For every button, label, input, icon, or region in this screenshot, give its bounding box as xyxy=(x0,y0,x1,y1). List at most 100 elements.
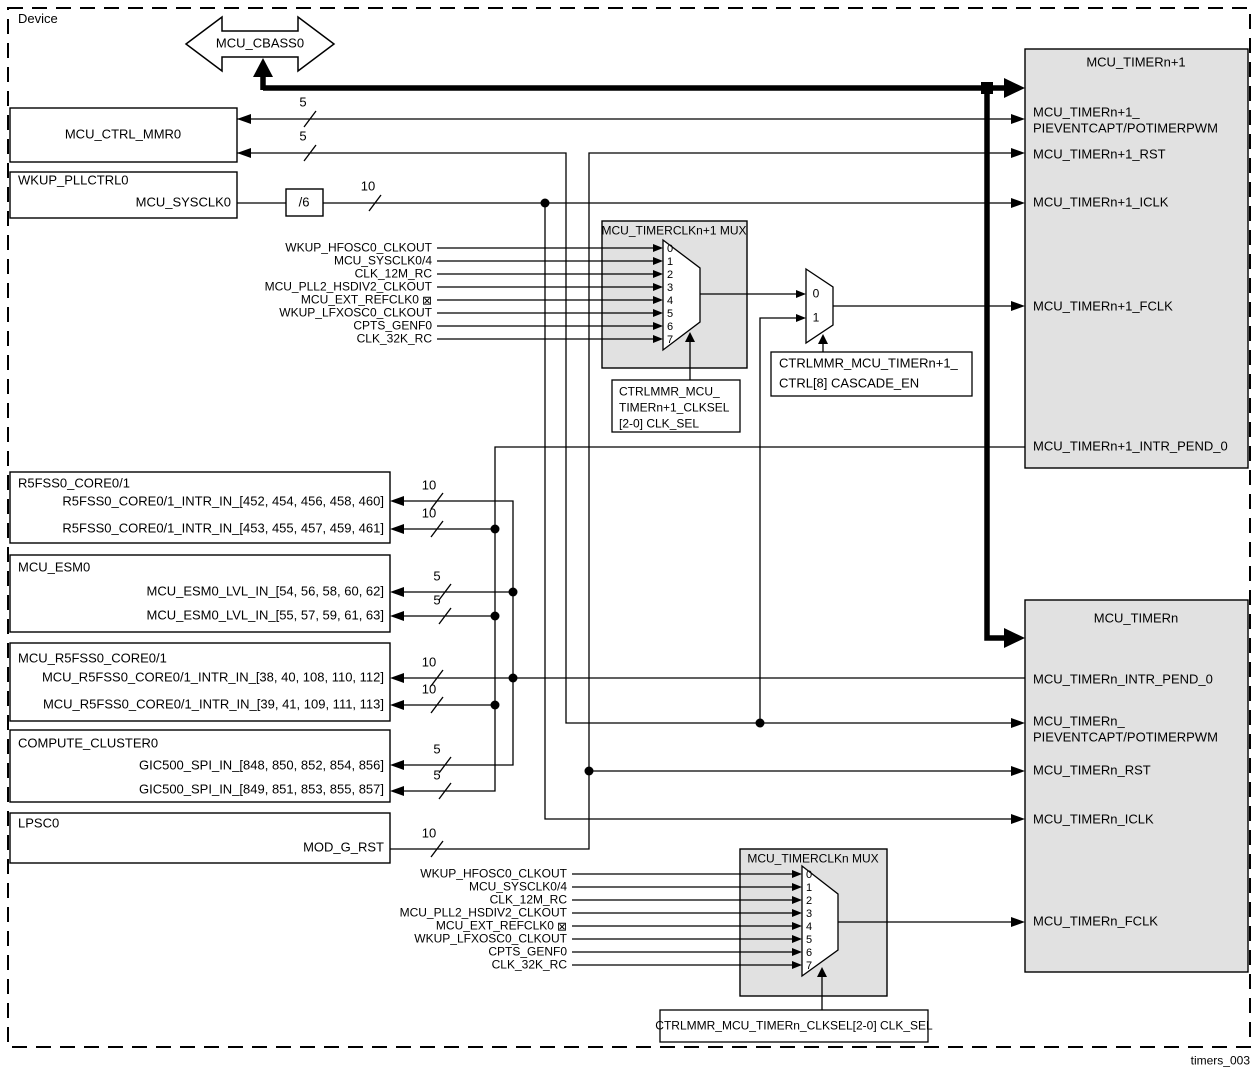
mcu-r5fss-title: MCU_R5FSS0_CORE0/1 xyxy=(18,650,167,666)
cbass0-bus-arrow-shape xyxy=(184,15,336,73)
mux-top-pin-0: 0 xyxy=(667,242,674,255)
clock-input-ext-refclk0-b: MCU_EXT_REFCLK0 ⊠ xyxy=(435,918,567,933)
r5fss-title: R5FSS0_CORE0/1 xyxy=(18,475,130,491)
bus-width-10: 10 xyxy=(360,178,376,194)
mux-top-pin-6: 6 xyxy=(667,320,674,333)
mux-bottom-select-label: CTRLMMR_MCU_TIMERn_CLKSEL[2-0] CLK_SEL xyxy=(655,1018,933,1033)
mux-bottom-shape xyxy=(801,864,839,978)
timer-np1-intr-pend: MCU_TIMERn+1_INTR_PEND_0 xyxy=(1033,438,1228,454)
clock-input-12m-rc-b: CLK_12M_RC xyxy=(489,892,567,907)
clock-input-32k-rc: CLK_32K_RC xyxy=(356,331,432,346)
mux-top-pin-4: 4 xyxy=(667,294,674,307)
cascade-mux-shape xyxy=(805,267,834,345)
bus-width-5: 5 xyxy=(433,592,441,608)
clock-input-32k-rc-b: CLK_32K_RC xyxy=(491,957,567,972)
device-border xyxy=(7,7,1251,1048)
arrowheads xyxy=(237,114,1025,977)
clock-input-sysclk0div4-b: MCU_SYSCLK0/4 xyxy=(468,879,567,894)
bus-width-5: 5 xyxy=(299,94,307,110)
clock-input-ext-refclk0-b-text: MCU_EXT_REFCLK0 xyxy=(435,918,554,933)
timer-n-pievent-line2: PIEVENTCAPT/POTIMERPWM xyxy=(1033,729,1218,745)
divide-by-6-label: /6 xyxy=(298,194,310,210)
pllctrl-title: WKUP_PLLCTRL0 xyxy=(18,172,129,188)
timer-np1-pievent-line1: MCU_TIMERn+1_ xyxy=(1033,104,1140,120)
timer-n-intr-pend: MCU_TIMERn_INTR_PEND_0 xyxy=(1033,671,1213,687)
cascade-ctrl-line2: CTRL[8] CASCADE_EN xyxy=(779,375,920,391)
timer-np1-title: MCU_TIMERn+1 xyxy=(1086,54,1186,70)
mux-top-pin-5: 5 xyxy=(667,307,674,320)
clock-input-pll2-hsdiv2: MCU_PLL2_HSDIV2_CLKOUT xyxy=(264,279,432,294)
cbass-bus-arrowheads xyxy=(253,58,1025,648)
cbass0-bus-label: MCU_CBASS0 xyxy=(215,35,305,51)
mux-top-select-line2: TIMERn+1_CLKSEL xyxy=(619,400,730,415)
bus-width-10: 10 xyxy=(421,477,437,493)
mcu-r5fss-row1: MCU_R5FSS0_CORE0/1_INTR_IN_[38, 40, 108,… xyxy=(41,669,384,685)
clock-input-cpts-genf0: CPTS_GENF0 xyxy=(353,318,432,333)
pllctrl-port-sysclk0: MCU_SYSCLK0 xyxy=(135,194,231,210)
mux-top-pin-1: 1 xyxy=(667,255,674,268)
clock-input-cpts-genf0-b: CPTS_GENF0 xyxy=(488,944,567,959)
timer-np1-rst: MCU_TIMERn+1_RST xyxy=(1033,146,1166,162)
bus-width-5: 5 xyxy=(433,741,441,757)
io-pad-icon: ⊠ xyxy=(556,919,567,933)
timer-n-iclk: MCU_TIMERn_ICLK xyxy=(1033,811,1154,827)
compute-cluster-title: COMPUTE_CLUSTER0 xyxy=(18,735,159,751)
lpsc-title: LPSC0 xyxy=(18,815,60,831)
clock-input-12m-rc: CLK_12M_RC xyxy=(354,266,432,281)
timer-n-pievent-line1: MCU_TIMERn_ xyxy=(1033,713,1125,729)
cascade-mux-pin-0: 0 xyxy=(812,286,820,301)
timer-n-rst: MCU_TIMERn_RST xyxy=(1033,762,1151,778)
bus-width-10: 10 xyxy=(421,654,437,670)
mcu-r5fss-row2: MCU_R5FSS0_CORE0/1_INTR_IN_[39, 41, 109,… xyxy=(42,696,384,712)
mux-shapes xyxy=(662,238,839,978)
device-label: Device xyxy=(18,11,58,26)
clock-input-sysclk0div4: MCU_SYSCLK0/4 xyxy=(333,253,432,268)
mux-top-pin-2: 2 xyxy=(667,268,674,281)
signal-wires xyxy=(237,118,1025,1010)
bus-width-10: 10 xyxy=(421,505,437,521)
label-boxes xyxy=(611,351,973,1043)
lpsc-port-mod-g-rst: MOD_G_RST xyxy=(303,839,384,855)
mux-bottom-pin-6: 6 xyxy=(806,946,813,959)
clock-input-hfosc0: WKUP_HFOSC0_CLKOUT xyxy=(285,240,432,255)
mux-top-select-line3: [2-0] CLK_SEL xyxy=(619,416,700,431)
mux-top-select-line1: CTRLMMR_MCU_ xyxy=(619,384,720,399)
mux-bottom-pin-5: 5 xyxy=(806,933,813,946)
clock-input-lfxosc0-b: WKUP_LFXOSC0_CLKOUT xyxy=(414,931,567,946)
io-pad-icon: ⊠ xyxy=(421,293,432,307)
mux-bottom-pin-3: 3 xyxy=(806,907,813,920)
timer-np1-pievent-line2: PIEVENTCAPT/POTIMERPWM xyxy=(1033,120,1218,136)
timer-np1-iclk: MCU_TIMERn+1_ICLK xyxy=(1033,194,1169,210)
bus-width-5: 5 xyxy=(299,128,307,144)
timer-n-fclk: MCU_TIMERn_FCLK xyxy=(1033,913,1158,929)
mux-bottom-pin-4: 4 xyxy=(806,920,813,933)
mux-bottom-pin-1: 1 xyxy=(806,881,813,894)
mux-top-pin-7: 7 xyxy=(667,333,674,346)
timer-np1-fclk: MCU_TIMERn+1_FCLK xyxy=(1033,298,1173,314)
mux-top-shape xyxy=(662,238,701,352)
mux-top-title: MCU_TIMERCLKn+1 MUX xyxy=(601,223,747,238)
esm-row1: MCU_ESM0_LVL_IN_[54, 56, 58, 60, 62] xyxy=(146,583,384,599)
bus-width-5: 5 xyxy=(433,568,441,584)
bus-width-slashes xyxy=(303,110,452,858)
mux-bottom-title: MCU_TIMERCLKn MUX xyxy=(747,851,879,866)
bus-width-10: 10 xyxy=(421,825,437,841)
bus-width-5: 5 xyxy=(433,767,441,783)
r5fss-row2: R5FSS0_CORE0/1_INTR_IN_[453, 455, 457, 4… xyxy=(62,520,384,536)
mux-bottom-pin-0: 0 xyxy=(806,868,813,881)
compute-row1: GIC500_SPI_IN_[848, 850, 852, 854, 856] xyxy=(138,757,384,773)
mux-bottom-pin-2: 2 xyxy=(806,894,813,907)
esm-row2: MCU_ESM0_LVL_IN_[55, 57, 59, 61, 63] xyxy=(146,607,384,623)
clock-input-hfosc0-b: WKUP_HFOSC0_CLKOUT xyxy=(420,866,567,881)
mux-bottom-pin-7: 7 xyxy=(806,959,813,972)
clock-input-lfxosc0: WKUP_LFXOSC0_CLKOUT xyxy=(279,305,432,320)
cascade-mux-pin-1: 1 xyxy=(812,310,820,325)
clock-input-pll2-hsdiv2-b: MCU_PLL2_HSDIV2_CLKOUT xyxy=(399,905,567,920)
junction-dots xyxy=(490,198,765,776)
r5fss-row1: R5FSS0_CORE0/1_INTR_IN_[452, 454, 456, 4… xyxy=(62,493,384,509)
compute-row2: GIC500_SPI_IN_[849, 851, 853, 855, 857] xyxy=(138,781,384,797)
mux-top-pin-3: 3 xyxy=(667,281,674,294)
cascade-ctrl-line1: CTRLMMR_MCU_TIMERn+1_ xyxy=(779,355,958,371)
